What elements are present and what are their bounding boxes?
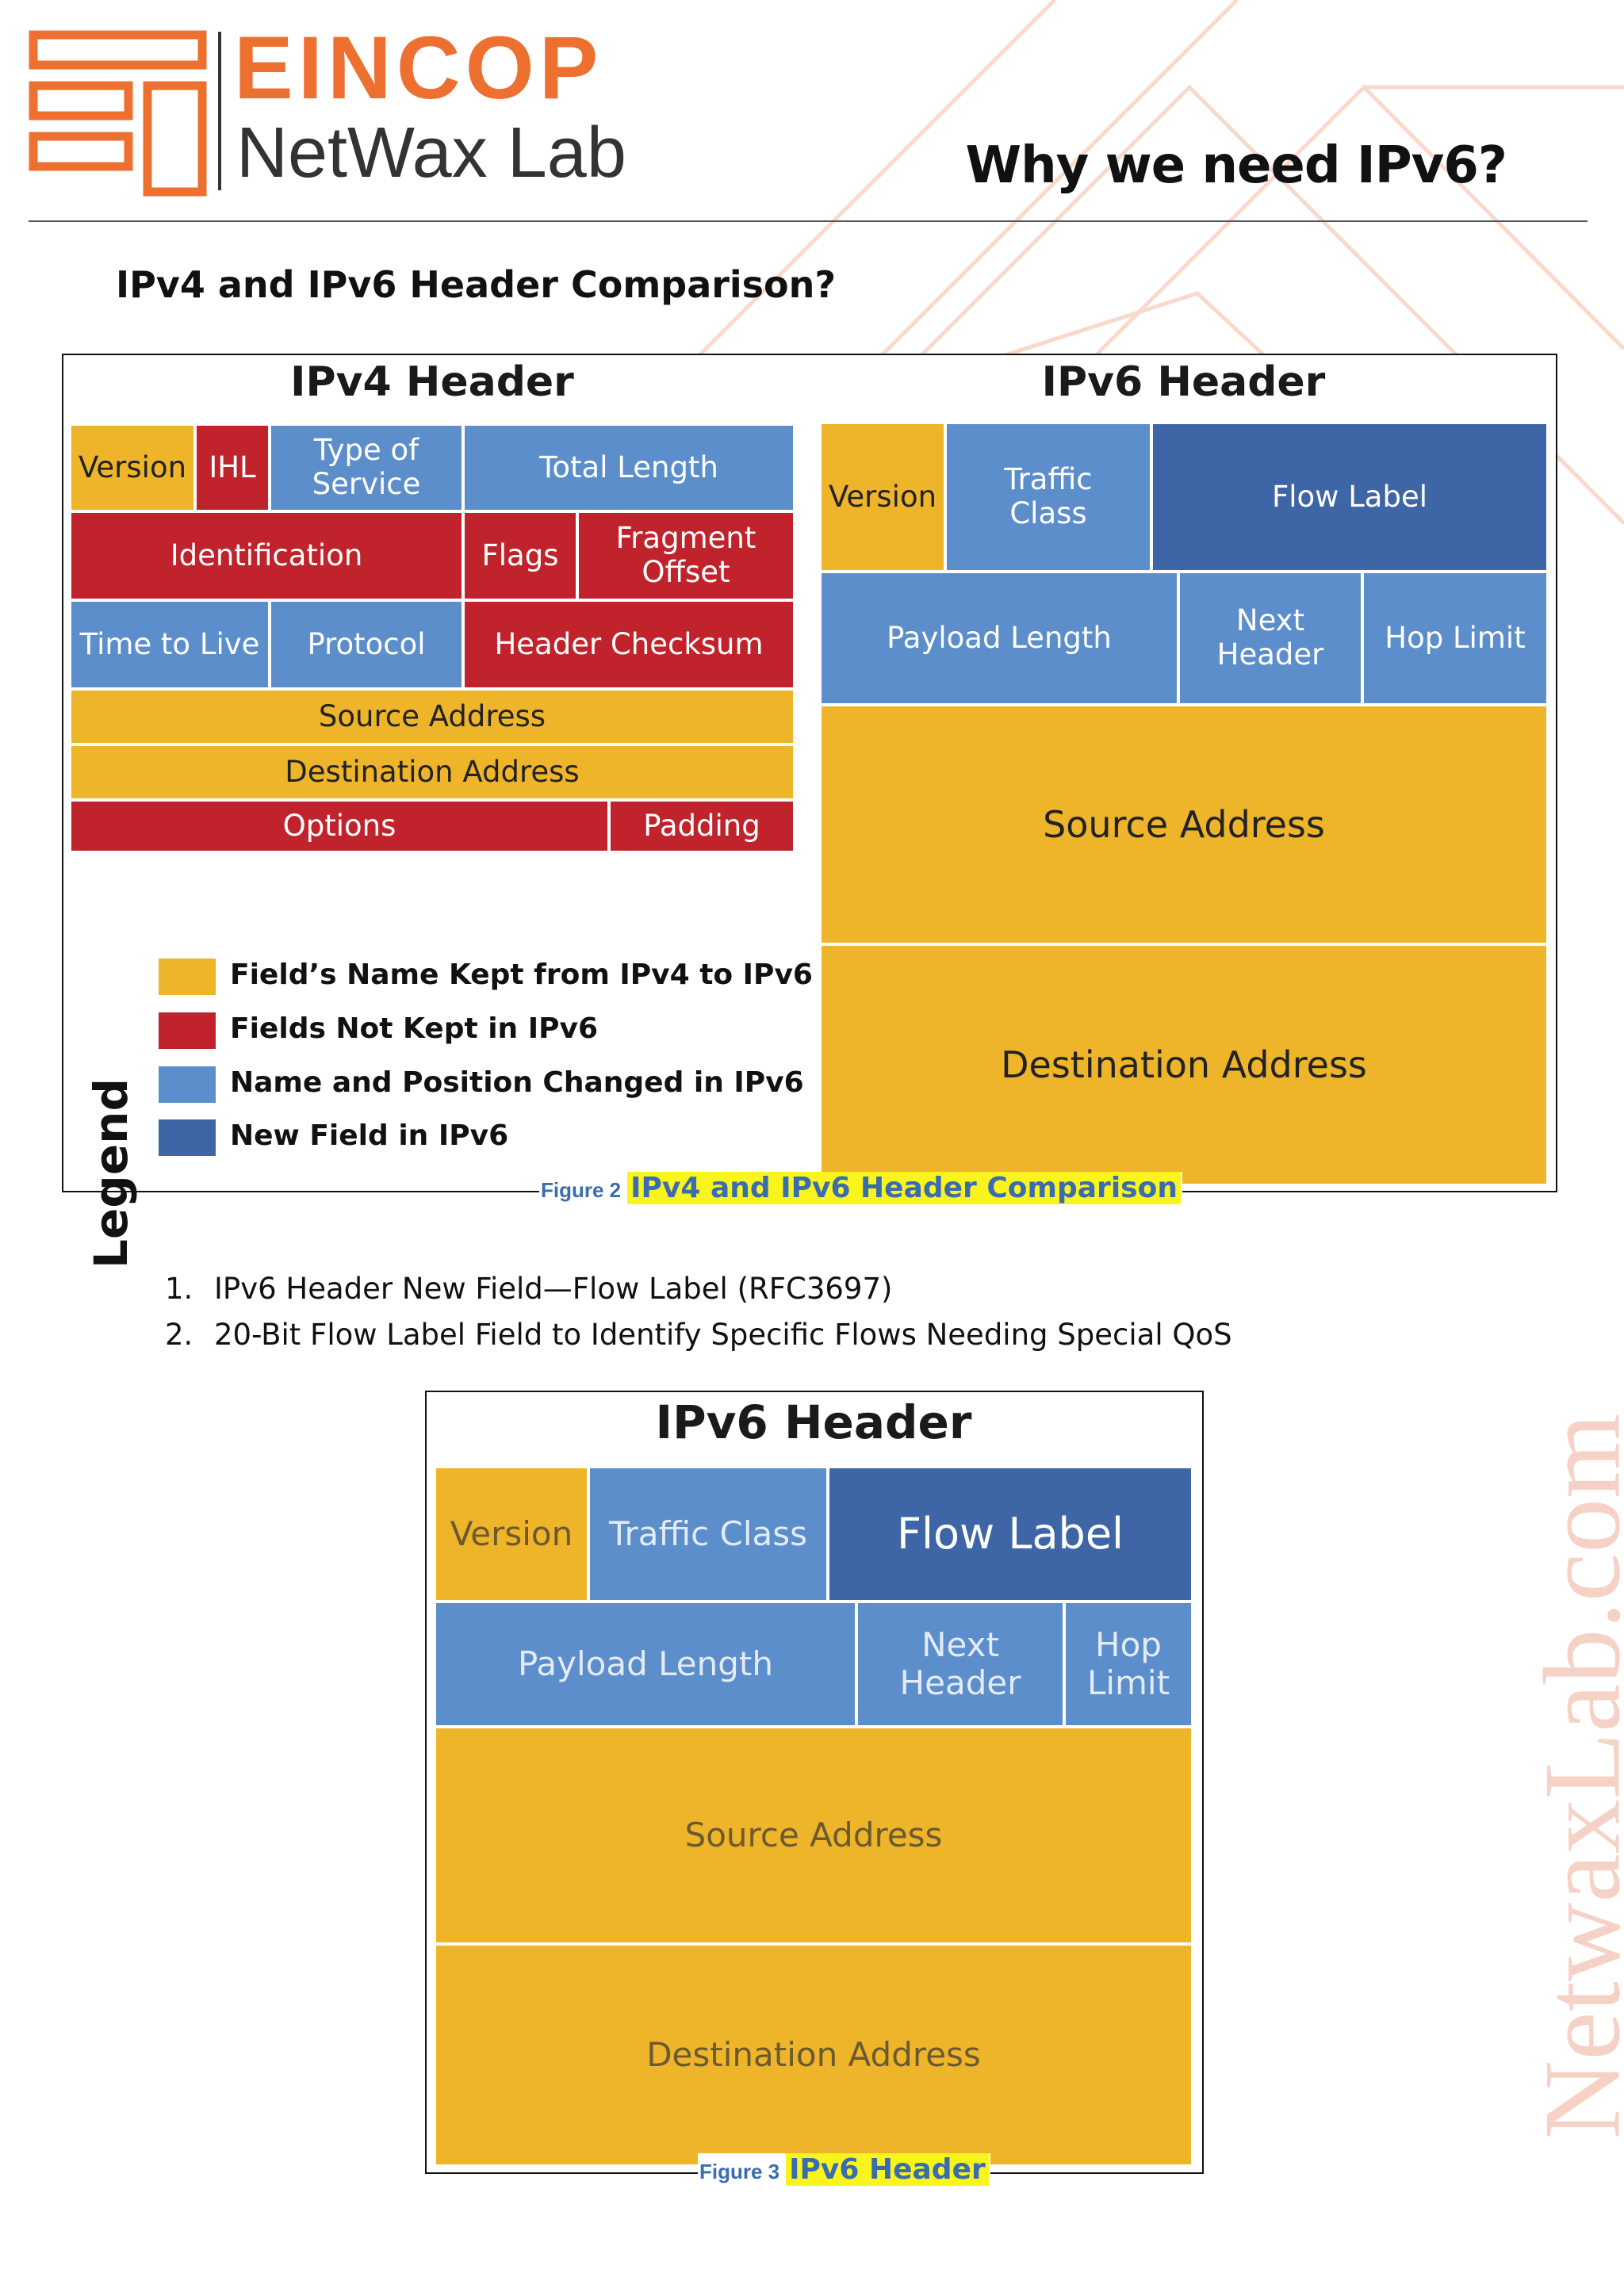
f3-flow-label: Flow Label	[828, 1467, 1193, 1601]
logo-divider	[218, 32, 221, 190]
figure-3-label: Figure 3	[699, 2160, 780, 2183]
ipv4-time-to-live: Time to Live	[70, 600, 270, 689]
ipv6-version: Version	[820, 423, 945, 572]
section-heading: IPv4 and IPv6 Header Comparison?	[116, 263, 837, 306]
ipv4-total-length: Total Length	[463, 424, 795, 511]
logo-icon	[29, 30, 207, 197]
legend-title: Legend	[84, 1078, 138, 1269]
ipv4-options: Options	[70, 800, 609, 852]
watermark-text: NetwaxLab.com	[1521, 1413, 1624, 2139]
ipv6-payload-length: Payload Length	[820, 572, 1178, 705]
list-item: 1.IPv6 Header New Field—Flow Label (RFC3…	[165, 1272, 893, 1306]
ipv4-ihl: IHL	[195, 424, 270, 511]
f3-next-header: Next Header	[856, 1601, 1064, 1727]
legend-item-changed: Name and Position Changed in IPv6	[230, 1066, 804, 1099]
ipv4-protocol: Protocol	[270, 600, 463, 689]
figure-2-caption-text: IPv4 and IPv6 Header Comparison	[627, 1172, 1181, 1204]
legend-swatch-new	[159, 1119, 216, 1156]
ipv4-flags: Flags	[463, 511, 577, 600]
legend-item-not-kept: Fields Not Kept in IPv6	[230, 1012, 599, 1045]
legend-item-kept: Field’s Name Kept from IPv4 to IPv6	[230, 959, 813, 991]
f3-payload-length: Payload Length	[435, 1601, 856, 1727]
ipv4-version: Version	[70, 424, 195, 511]
ipv4-destination-address: Destination Address	[70, 744, 795, 800]
ipv6-traffic-class: Traffic Class	[945, 423, 1151, 572]
ipv4-type-of-service: Type of Service	[270, 424, 463, 511]
ipv6-source-address: Source Address	[820, 705, 1548, 944]
f3-hop-limit: Hop Limit	[1064, 1601, 1193, 1727]
ipv4-identification: Identification	[70, 511, 463, 600]
legend-item-new: New Field in IPv6	[230, 1119, 509, 1152]
list-item: 2.20-Bit Flow Label Field to Identify Sp…	[165, 1318, 1232, 1352]
ipv6-hop-limit: Hop Limit	[1362, 572, 1548, 705]
f3-destination-address: Destination Address	[435, 1944, 1193, 2166]
figure-3-title: IPv6 Header	[655, 1395, 972, 1449]
brand-subtitle: NetWax Lab	[236, 113, 626, 193]
ipv4-header-title: IPv4 Header	[290, 358, 574, 406]
ipv4-padding: Padding	[609, 800, 795, 852]
figure-3-caption: Figure 3 IPv6 Header	[698, 2153, 990, 2186]
f3-version: Version	[435, 1467, 588, 1601]
ipv6-flow-label: Flow Label	[1151, 423, 1548, 572]
ipv6-next-header: Next Header	[1178, 572, 1362, 705]
legend-swatch-changed	[159, 1066, 216, 1103]
ipv6-destination-address: Destination Address	[820, 944, 1548, 1185]
header-rule	[29, 220, 1588, 222]
ipv4-header-checksum: Header Checksum	[463, 600, 795, 689]
ipv4-source-address: Source Address	[70, 689, 795, 744]
brand-name: EINCOP	[234, 18, 603, 117]
f3-source-address: Source Address	[435, 1727, 1193, 1944]
ipv6-header-title: IPv6 Header	[1041, 358, 1326, 406]
legend-swatch-kept	[159, 959, 216, 995]
figure-2-label: Figure 2	[541, 1178, 622, 1202]
ipv4-fragment-offset: Fragment Offset	[577, 511, 795, 600]
f3-traffic-class: Traffic Class	[588, 1467, 828, 1601]
figure-2-caption: Figure 2 IPv4 and IPv6 Header Comparison	[539, 1172, 1182, 1204]
legend-swatch-not-kept	[159, 1012, 216, 1049]
figure-3-caption-text: IPv6 Header	[786, 2153, 989, 2186]
page-title: Why we need IPv6?	[965, 136, 1507, 195]
